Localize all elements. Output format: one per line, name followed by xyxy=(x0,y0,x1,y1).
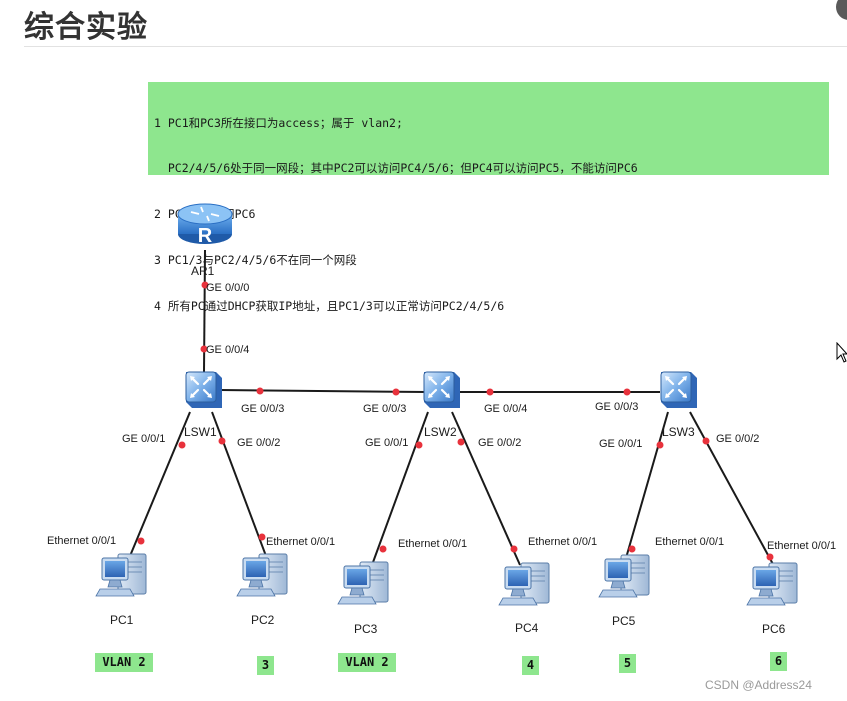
vlan-tag-pc2: 3 xyxy=(257,656,274,675)
port-label-lsw1-up: GE 0/0/4 xyxy=(206,344,249,356)
port-dot xyxy=(415,441,423,449)
requirement-line-4: 3 PC1/3与PC2/4/5/6不在同一个网段 xyxy=(154,253,357,268)
switch-lsw3[interactable] xyxy=(659,370,699,410)
port-label-lsw3-pc6: GE 0/0/2 xyxy=(716,433,759,445)
pc-name-pc5: PC5 xyxy=(612,614,636,628)
switch-name-lsw1: LSW1 xyxy=(184,425,217,439)
link-lsw2-pc3 xyxy=(371,411,429,566)
pc6[interactable] xyxy=(746,562,798,606)
pc1[interactable] xyxy=(95,553,147,597)
pc-name-pc4: PC4 xyxy=(515,621,539,635)
mouse-cursor-icon xyxy=(836,342,847,363)
vlan-tag-pc5: 5 xyxy=(619,654,636,673)
vlan-tag-pc6: 6 xyxy=(770,652,787,671)
port-dot xyxy=(258,533,266,541)
router-ar1[interactable]: R xyxy=(177,203,233,247)
port-label-lsw1-pc1: GE 0/0/1 xyxy=(122,433,165,445)
watermark: CSDN @Address24 xyxy=(705,678,812,692)
port-dot xyxy=(200,345,208,353)
pc2[interactable] xyxy=(236,553,288,597)
port-dot xyxy=(623,388,631,396)
port-label-lsw2-left: GE 0/0/3 xyxy=(363,403,406,415)
port-label-pc5: Ethernet 0/0/1 xyxy=(655,536,724,548)
port-label-pc3: Ethernet 0/0/1 xyxy=(398,538,467,550)
switch-name-lsw3: LSW3 xyxy=(662,425,695,439)
port-label-pc1: Ethernet 0/0/1 xyxy=(47,535,116,547)
port-label-lsw1-trunk: GE 0/0/3 xyxy=(241,403,284,415)
link-lsw1-pc1 xyxy=(129,411,191,557)
port-label-lsw2-right: GE 0/0/4 xyxy=(484,403,527,415)
link-lsw2-pc4 xyxy=(451,411,521,566)
pc5[interactable] xyxy=(598,554,650,598)
port-dot xyxy=(628,545,636,553)
switch-lsw2[interactable] xyxy=(422,370,462,410)
port-dot xyxy=(379,545,387,553)
link-lsw1-lsw2 xyxy=(219,389,427,393)
router-glyph: R xyxy=(198,225,213,247)
port-label-pc6: Ethernet 0/0/1 xyxy=(767,540,836,552)
port-label-lsw1-pc2: GE 0/0/2 xyxy=(237,437,280,449)
vlan-tag-pc1: VLAN 2 xyxy=(95,653,153,672)
port-dot xyxy=(137,537,145,545)
corner-button[interactable] xyxy=(836,0,847,20)
pc-name-pc2: PC2 xyxy=(251,613,275,627)
port-dot xyxy=(486,388,494,396)
port-label-pc4: Ethernet 0/0/1 xyxy=(528,536,597,548)
link-lsw3-pc5 xyxy=(623,411,669,566)
port-dot xyxy=(656,441,664,449)
port-label-lsw3-left: GE 0/0/3 xyxy=(595,401,638,413)
port-dot xyxy=(766,553,774,561)
vlan-tag-pc4: 4 xyxy=(522,656,539,675)
pc-name-pc6: PC6 xyxy=(762,622,786,636)
port-dot xyxy=(201,281,209,289)
port-label-ar1-up: GE 0/0/0 xyxy=(206,282,249,294)
title-divider xyxy=(24,46,847,47)
requirement-line-5: 4 所有PC通过DHCP获取IP地址，且PC1/3可以正常访问PC2/4/5/6 xyxy=(154,299,505,314)
port-dot xyxy=(218,437,226,445)
port-label-pc2: Ethernet 0/0/1 xyxy=(266,536,335,548)
router-name: AR1 xyxy=(191,264,215,278)
port-dot xyxy=(178,441,186,449)
port-dots xyxy=(137,281,774,561)
port-dot xyxy=(510,545,518,553)
vlan-tag-pc3: VLAN 2 xyxy=(338,653,396,672)
port-dot xyxy=(702,437,710,445)
link-lsw3-pc6 xyxy=(689,411,775,567)
requirement-line-2: PC2/4/5/6处于同一网段；其中PC2可以访问PC4/5/6；但PC4可以访… xyxy=(154,161,638,176)
page-title: 综合实验 xyxy=(24,11,148,44)
requirement-line-1: 1 PC1和PC3所在接口为access；属于 vlan2; xyxy=(154,115,403,130)
port-label-lsw2-pc4: GE 0/0/2 xyxy=(478,437,521,449)
port-dot xyxy=(392,388,400,396)
port-label-lsw2-pc3: GE 0/0/1 xyxy=(365,437,408,449)
port-dot xyxy=(256,387,264,395)
pc-name-pc1: PC1 xyxy=(110,613,134,627)
pc4[interactable] xyxy=(498,562,550,606)
pc-name-pc3: PC3 xyxy=(354,622,378,636)
pc3[interactable] xyxy=(337,561,389,605)
switch-lsw1[interactable] xyxy=(184,370,224,410)
switch-name-lsw2: LSW2 xyxy=(424,425,457,439)
port-dot xyxy=(457,438,465,446)
link-lsw1-pc2 xyxy=(211,411,267,557)
port-label-lsw3-pc5: GE 0/0/1 xyxy=(599,438,642,450)
